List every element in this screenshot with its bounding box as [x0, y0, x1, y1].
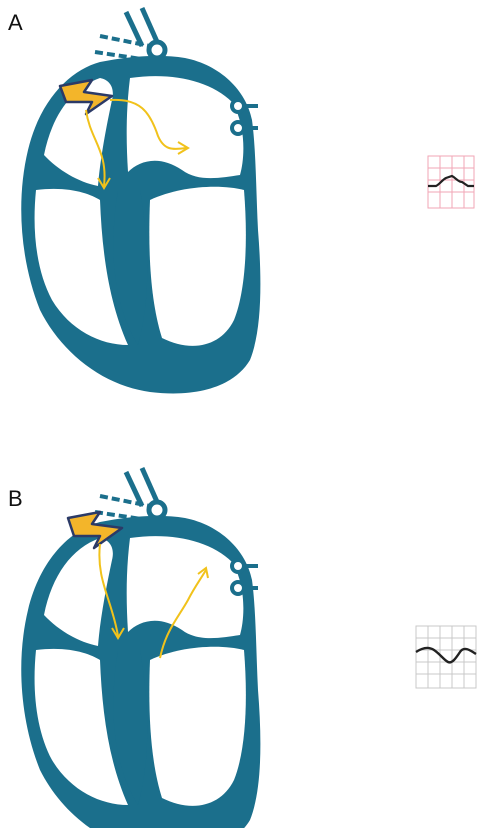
panel-a: A	[0, 0, 479, 414]
ecg-strip	[0, 0, 479, 414]
ecg-grid	[428, 156, 474, 208]
panel-b: B	[0, 414, 479, 828]
ecg-strip	[0, 414, 479, 828]
ecg-trace	[428, 176, 474, 186]
ecg-grid	[416, 626, 476, 688]
